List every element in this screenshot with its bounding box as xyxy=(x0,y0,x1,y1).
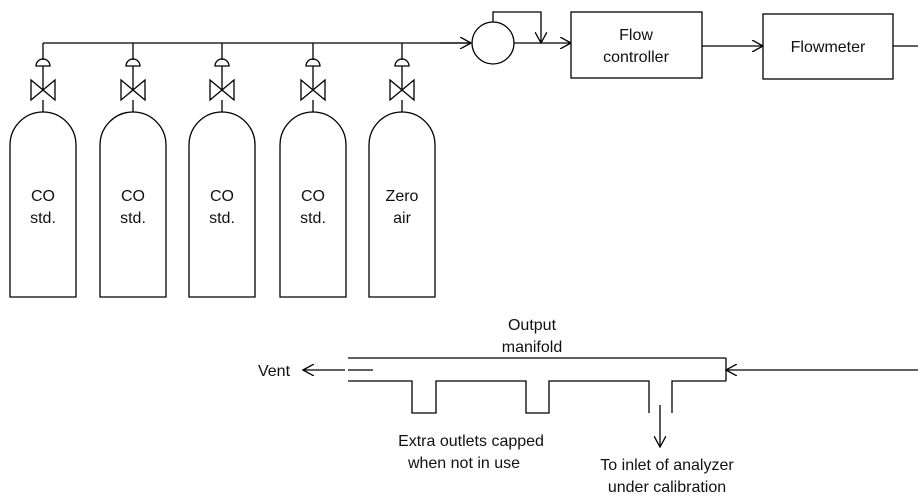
flowmeter-box xyxy=(762,13,894,80)
cylinder-label-line1: CO xyxy=(301,188,325,205)
output-manifold xyxy=(348,357,727,414)
cylinder-label-line2: std. xyxy=(209,210,235,227)
flow-controller-label-line1: Flow xyxy=(619,27,653,44)
gas-cylinder-shape xyxy=(99,111,167,298)
gas-cylinder-shape xyxy=(9,111,77,298)
cylinder: CO std. xyxy=(9,43,77,298)
cylinder: CO std. xyxy=(188,43,256,298)
valve-icon xyxy=(300,78,326,102)
cylinder-label-line1: CO xyxy=(210,188,234,205)
actuator-icon xyxy=(214,58,230,67)
valve-icon xyxy=(389,78,415,102)
manifold-bottom-wall-right xyxy=(671,380,726,413)
cylinder-label-line2: air xyxy=(393,210,411,227)
flow-controller-label-line2: controller xyxy=(603,49,669,66)
manifold-label-line2: manifold xyxy=(502,339,562,356)
extra-outlets-label-line2: when not in use xyxy=(407,455,520,472)
manifold-label-line1: Output xyxy=(508,317,557,334)
flowmeter-label: Flowmeter xyxy=(791,39,866,56)
manifold-bottom-wall xyxy=(348,380,650,414)
actuator-icon xyxy=(125,58,141,67)
valve-icon xyxy=(209,78,235,102)
vent-label: Vent xyxy=(258,363,291,380)
cylinder-label-line2: std. xyxy=(300,210,326,227)
gas-cylinder-shape xyxy=(188,111,256,298)
flow-controller-box xyxy=(570,11,703,79)
cylinder-label-line1: CO xyxy=(121,188,145,205)
actuator-icon xyxy=(394,58,410,67)
cylinder: CO std. xyxy=(279,43,347,298)
valve-icon xyxy=(120,78,146,102)
cylinder-label-line2: std. xyxy=(120,210,146,227)
cylinder-row: CO std. CO std. CO std. xyxy=(9,43,436,298)
analyzer-label-line1: To inlet of analyzer xyxy=(600,457,734,474)
selector-valve-icon xyxy=(471,21,515,65)
cylinder-label-line1: CO xyxy=(31,188,55,205)
extra-outlets-label-line1: Extra outlets capped xyxy=(398,433,544,450)
bypass-loop-arrow xyxy=(492,11,541,43)
gas-cylinder-shape xyxy=(279,111,347,298)
analyzer-label-line2: under calibration xyxy=(608,479,726,496)
actuator-icon xyxy=(305,58,321,67)
gas-cylinder-shape xyxy=(368,111,436,298)
valve-icon xyxy=(30,78,56,102)
cylinder: CO std. xyxy=(99,43,167,298)
cylinder-label-line2: std. xyxy=(30,210,56,227)
cylinder: Zero air xyxy=(368,43,436,298)
actuator-icon xyxy=(35,58,51,67)
cylinder-label-line1: Zero xyxy=(386,188,419,205)
